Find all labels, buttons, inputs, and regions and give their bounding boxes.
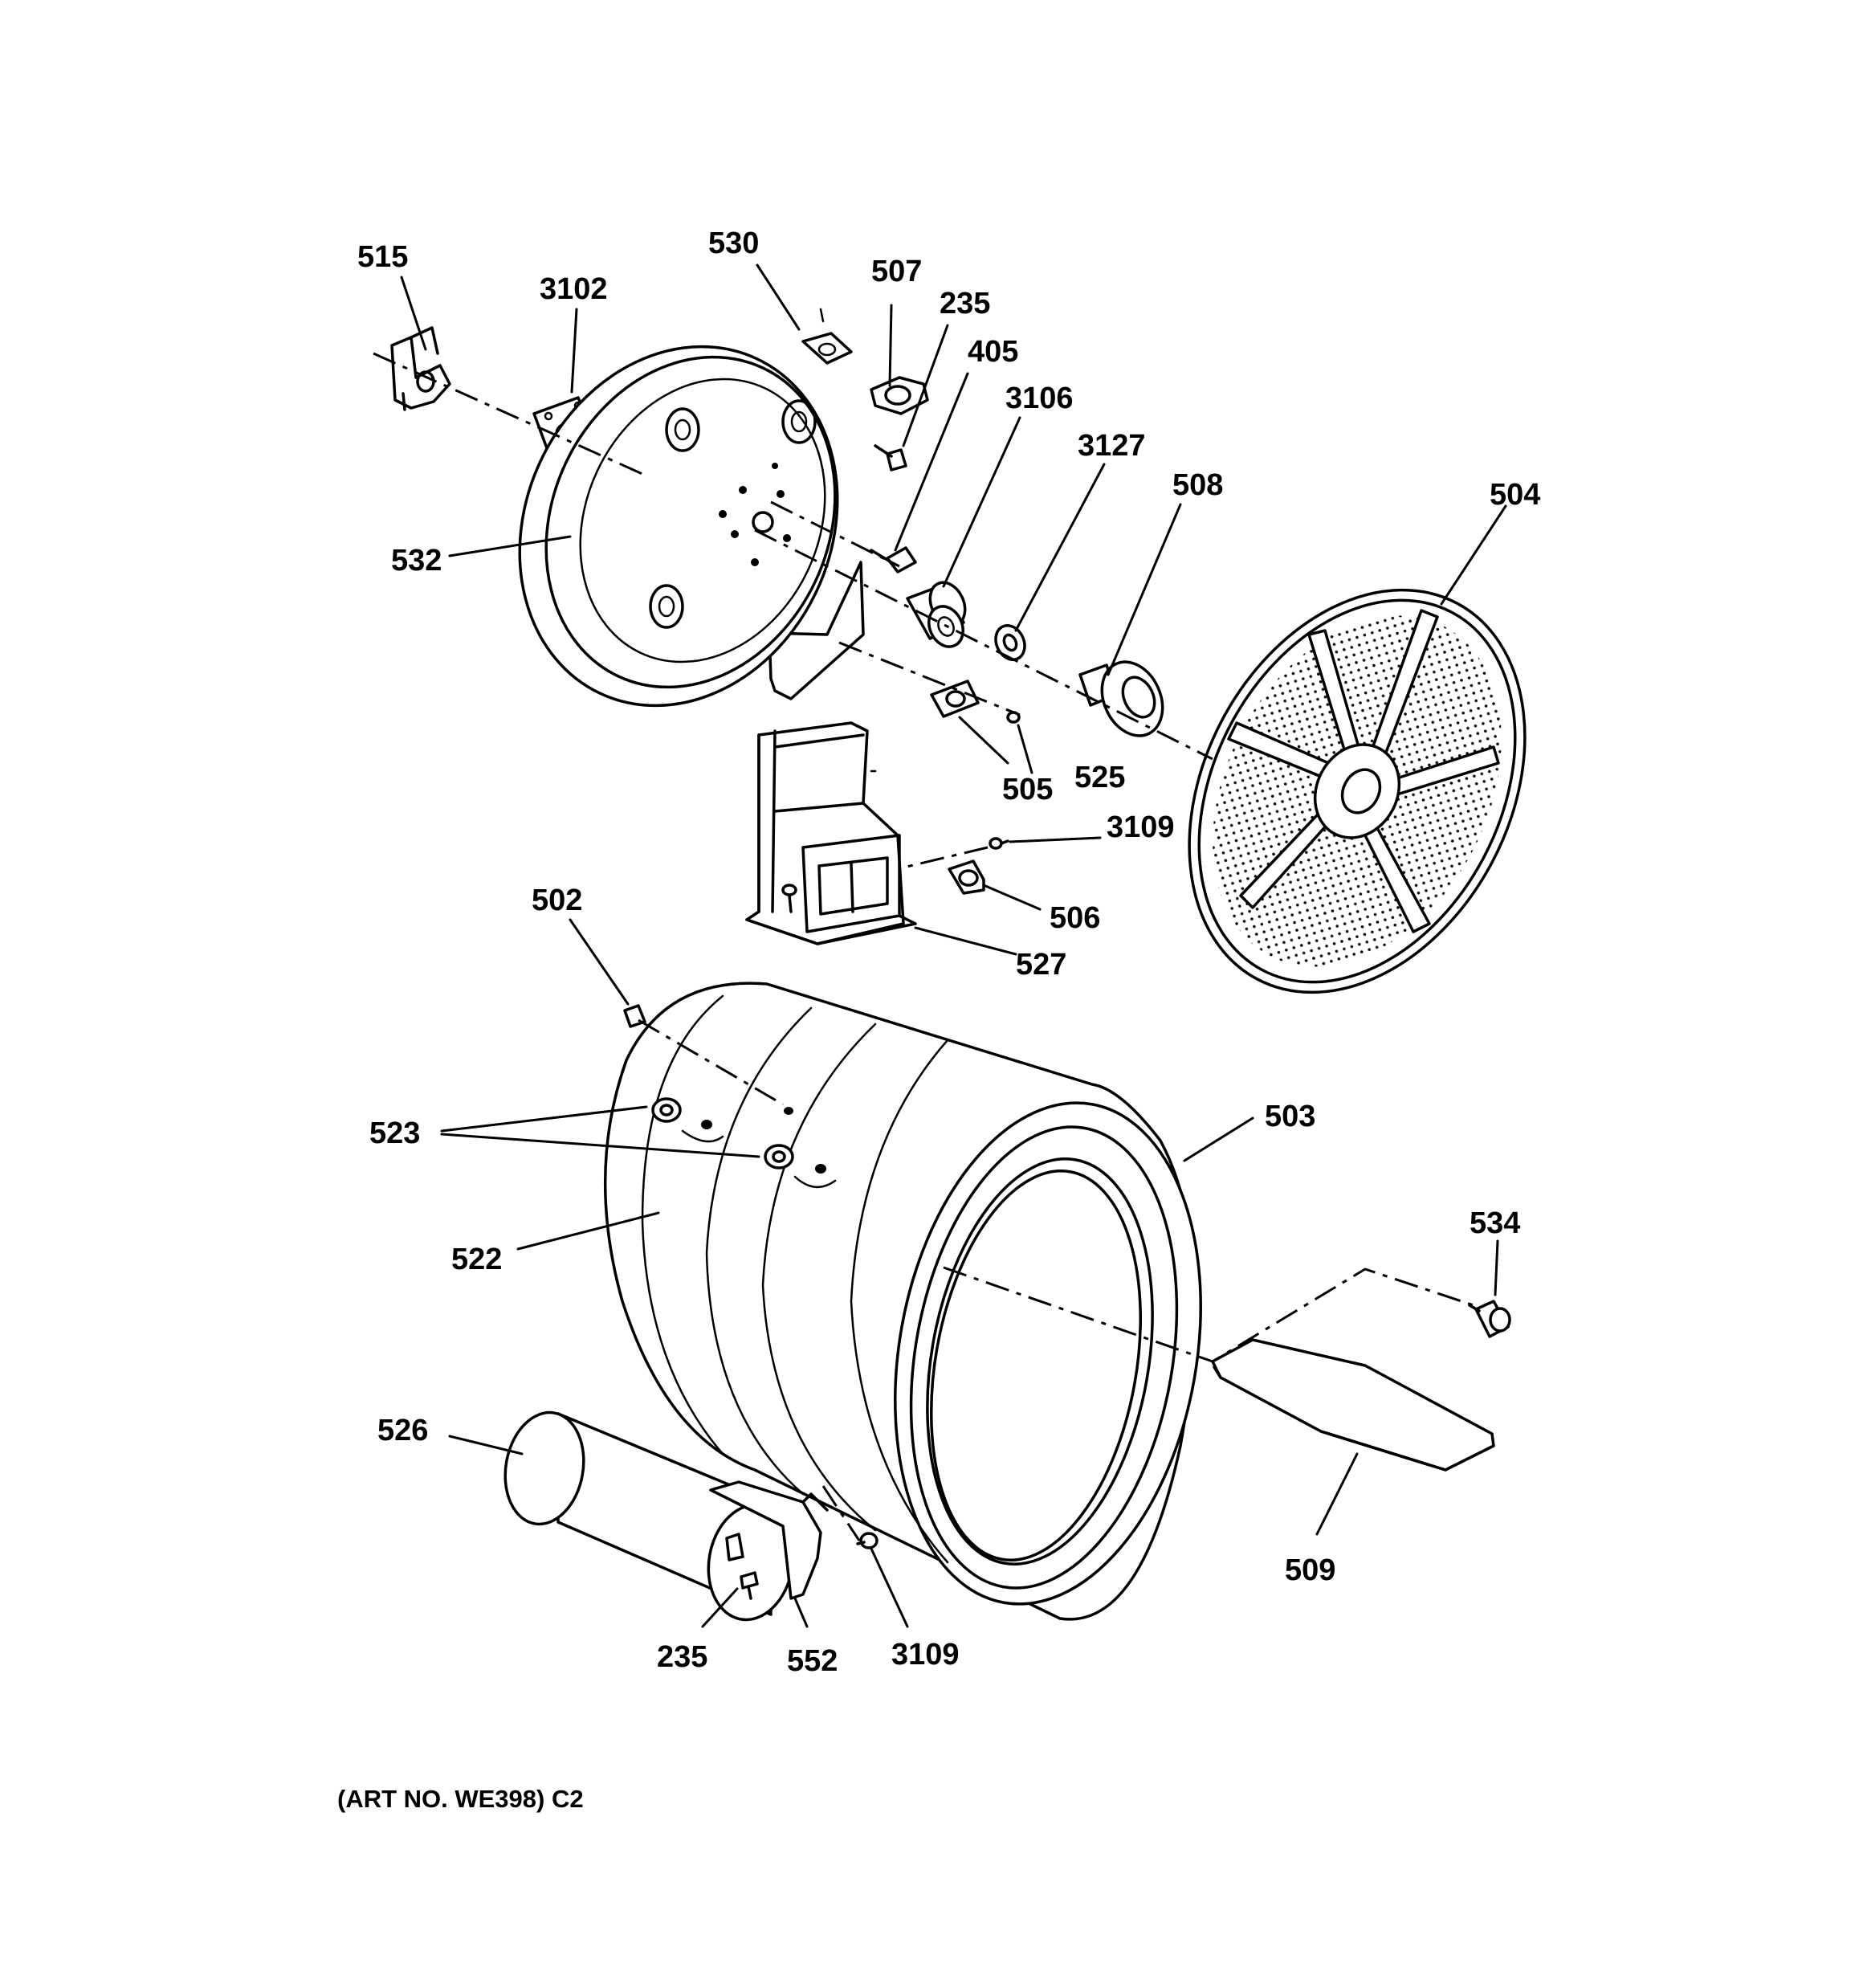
- drum-503-part: [604, 982, 1202, 1621]
- callout-3106: 3106: [1005, 382, 1074, 415]
- thermostat-506-part: [948, 859, 985, 895]
- screw-3109-bottom-part: [856, 1532, 879, 1549]
- callout-235-top: 235: [940, 287, 990, 320]
- callout-552: 552: [787, 1644, 838, 1678]
- callout-labels: 515 3102 530 507 235 405 3106 3127 508 5…: [357, 227, 1540, 1678]
- callout-508: 508: [1172, 468, 1223, 502]
- assembly-axis-lines: [373, 352, 1474, 1541]
- washer-3127-part: [994, 624, 1026, 661]
- callout-3127: 3127: [1078, 429, 1146, 463]
- callout-505: 505: [1002, 773, 1053, 806]
- callout-3109-middle: 3109: [1107, 810, 1175, 844]
- leader-lines: [400, 263, 1507, 1628]
- bolt-405-part: [870, 546, 917, 574]
- callout-235-bottom: 235: [657, 1640, 707, 1674]
- callout-525: 525: [1074, 761, 1125, 794]
- callout-3109-bottom: 3109: [891, 1638, 960, 1672]
- drum-back-504-part: [1188, 588, 1527, 994]
- bearing-3106-part: [906, 581, 967, 648]
- art-number-caption: (ART NO. WE398) C2: [337, 1785, 584, 1813]
- callout-509: 509: [1285, 1553, 1335, 1587]
- screw-235-bottom-part: [740, 1571, 759, 1600]
- bracket-552-part: [709, 1480, 829, 1600]
- callout-532: 532: [391, 544, 442, 578]
- callout-534: 534: [1470, 1206, 1520, 1240]
- screw-534-part: [1468, 1300, 1511, 1338]
- callout-522: 522: [451, 1243, 502, 1276]
- screw-3109-middle-part: [989, 837, 1009, 850]
- bracket-505-part: [930, 680, 980, 718]
- screw-235-top-part: [874, 444, 907, 471]
- callout-507: 507: [871, 255, 922, 288]
- callout-515: 515: [357, 240, 408, 274]
- callout-506: 506: [1050, 901, 1100, 935]
- callout-503: 503: [1265, 1100, 1315, 1133]
- heater-526-part: [503, 1410, 795, 1622]
- clip-515-part: [390, 326, 451, 411]
- thermostat-507-part: [870, 376, 929, 415]
- callout-3102: 3102: [540, 272, 608, 306]
- callout-523: 523: [369, 1116, 420, 1150]
- callout-530: 530: [708, 227, 759, 260]
- rear-bulkhead-532-part: [518, 345, 865, 708]
- bracket-530-part: [801, 308, 853, 365]
- blower-housing-527-part: [745, 721, 917, 945]
- callout-502: 502: [532, 884, 582, 917]
- callout-527: 527: [1016, 948, 1066, 982]
- drum-baffle-509-part: [1211, 1338, 1495, 1472]
- callout-526: 526: [377, 1414, 428, 1447]
- callout-405: 405: [968, 335, 1018, 369]
- callout-504: 504: [1490, 478, 1540, 512]
